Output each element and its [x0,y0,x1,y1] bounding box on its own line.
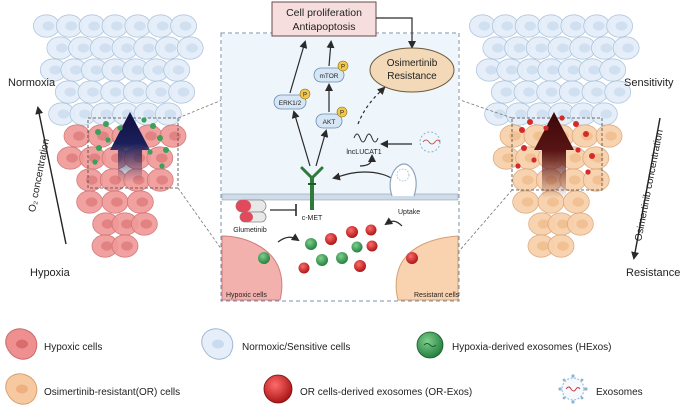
mtor-phospho-icon [337,60,349,72]
sensitivity-label: Sensitivity [624,77,674,89]
o2-axis-arrow [35,106,67,245]
right-up-arrow [534,112,574,198]
legend-normoxic-label: Normoxic/Sensitive cells [242,342,350,353]
glumetinib-label: Glumetinib [233,227,267,234]
proliferation-to-resistance-arrow [376,17,416,49]
left-green-exosomes [92,117,169,169]
o2-concentration-label: O₂ concentration [27,138,52,213]
uptake-label: Uptake [398,209,420,216]
proliferation-line2: Antiapoptosis [292,21,355,33]
hypoxic-cell-label: Hypoxic cells [226,292,267,299]
red-exosome-icon [263,374,293,404]
cmet-label: c-MET [302,215,323,222]
mtor-node [313,67,345,83]
resistance-label: Resistance [626,267,680,279]
left-up-arrow [110,112,150,182]
erk-phospho-label: P [303,93,307,99]
erk-label: ERK1/2 [279,100,302,107]
lncrna-icon [353,133,379,143]
cmet-receptor-icon [300,166,324,210]
or-cell-icon [5,373,38,405]
right-cell-cluster [469,14,640,258]
right-red-exosomes [515,115,595,175]
resistant-cell-shape [395,235,459,301]
hypoxia-label: Hypoxia [30,267,71,279]
resistance-oval [369,47,455,93]
resistant-cell-label: Resistant cells [414,292,460,299]
resistance-line1: Osimertinib [387,58,438,69]
right-connector-top [459,99,513,119]
legend-hypoxic-label: Hypoxic cells [44,342,102,353]
left-connector-top [177,99,223,119]
osimertinib-concentration-label: Osimertinib concentration [633,129,665,242]
akt-node [315,113,343,129]
legend-or-cells-label: Osimertinib-resistant(OR) cells [44,387,180,398]
hypoxic-cell-icon [5,328,38,360]
legend: Hypoxic cells Normoxic/Sensitive cells H… [5,328,643,405]
normoxic-cell-icon [201,328,234,360]
cell-membrane [221,193,459,201]
green-exosome-icon [416,331,444,359]
erk-phospho-icon [299,88,311,100]
akt-label: AKT [323,119,336,126]
pathway-arrows [289,40,412,167]
legend-exosomes-label: Exosomes [596,387,643,398]
uptake-exosome-icon [396,168,410,182]
hypoxic-secretion-arrow [277,233,300,243]
hypoxic-cell-exosome [258,252,270,264]
erk-node [273,94,307,110]
left-connector-bottom [177,187,223,251]
proliferation-box [271,1,377,37]
osimertinib-axis-arrow [631,117,661,260]
proliferation-line1: Cell proliferation [286,7,362,19]
extracellular-exosomes [298,224,378,274]
exosome-icon [558,374,588,404]
akt-phospho-label: P [340,111,344,117]
hypoxic-cell-shape [221,235,283,301]
lncrna-to-resistance-arrow [357,86,386,125]
legend-or-exos-label: OR cells-derived exosomes (OR-Exos) [300,387,472,398]
right-connector-bottom [459,189,513,251]
akt-phospho-icon [336,106,348,118]
lncrna-label: lncLUCAT1 [346,149,381,156]
mtor-label: mTOR [319,73,338,80]
cytoplasm-exosome-icon [419,131,441,153]
resistant-secretion-arrow [384,217,403,227]
mtor-phospho-label: P [341,65,345,71]
glumetinib-pill-icon [235,199,267,223]
resistance-line2: Resistance [387,71,437,82]
uptake-vesicle [389,163,417,197]
legend-hexos-label: Hypoxia-derived exosomes (HExos) [452,342,612,353]
resistant-cell-exosome [406,252,418,264]
left-cell-cluster [33,14,204,258]
normoxia-label: Normoxia [8,77,56,89]
